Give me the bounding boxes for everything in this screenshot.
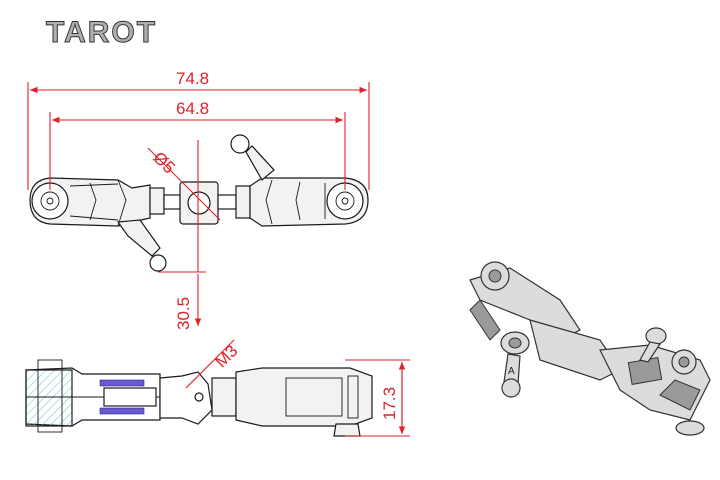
dim-line-diameter (147, 147, 221, 221)
left-eye-flange (37, 359, 63, 433)
dim-thread: M3 (211, 341, 241, 371)
right-nut (333, 423, 361, 437)
dim-overall-length: 74.8 (176, 69, 209, 88)
right-hole (341, 197, 349, 205)
iso-right-spring (659, 379, 701, 411)
right-slot (285, 377, 343, 417)
insert-top (99, 379, 145, 387)
right-section-body (235, 367, 373, 427)
side-section-view: M3 17.3 (25, 339, 410, 437)
right-eye-inner (335, 191, 355, 211)
left-eye-section (25, 369, 73, 427)
dim-height: 17.3 (380, 387, 399, 420)
iso-right-nut (675, 420, 705, 436)
left-shaft (163, 194, 181, 210)
left-arm-ribs (69, 179, 127, 227)
left-collar (149, 187, 165, 215)
upper-ball (230, 134, 250, 154)
iso-ball-link-hole (508, 337, 522, 349)
left-eye-inner (40, 191, 60, 211)
logo-text: TAROT (46, 16, 157, 49)
center-nut-hole (187, 191, 211, 215)
inner-pin (103, 387, 157, 407)
center-section-nut (159, 371, 213, 425)
tarot-logo: TAROT (46, 16, 157, 50)
left-hole (46, 197, 54, 205)
iso-left-screw (488, 269, 502, 283)
iso-upper-ball (645, 327, 667, 345)
dim-line-thread (185, 339, 235, 389)
center-section-hole (194, 392, 204, 402)
dim-ball-diameter: Ø5 (149, 148, 178, 177)
iso-right-screw (678, 356, 690, 368)
iso-center-shaft (529, 319, 621, 381)
iso-marking: A (508, 366, 515, 377)
dim-ball-offset: 30.5 (174, 297, 193, 330)
right-shaft (217, 194, 237, 210)
right-ball-stem (245, 145, 275, 181)
right-collar (235, 185, 251, 219)
insert-bottom (99, 407, 145, 415)
top-view: 74.8 64.8 Ø5 30.5 (27, 69, 370, 330)
right-fork (347, 375, 359, 419)
isometric-view: A (469, 261, 711, 436)
left-ball-stem (116, 219, 161, 257)
dim-hole-spacing: 64.8 (176, 99, 209, 118)
iso-left-spring (469, 299, 501, 341)
right-section-collar (211, 377, 237, 417)
right-arm-ribs (265, 179, 326, 225)
iso-ball (501, 378, 521, 398)
iso-upper-stem (639, 341, 661, 363)
lower-ball (149, 254, 167, 272)
